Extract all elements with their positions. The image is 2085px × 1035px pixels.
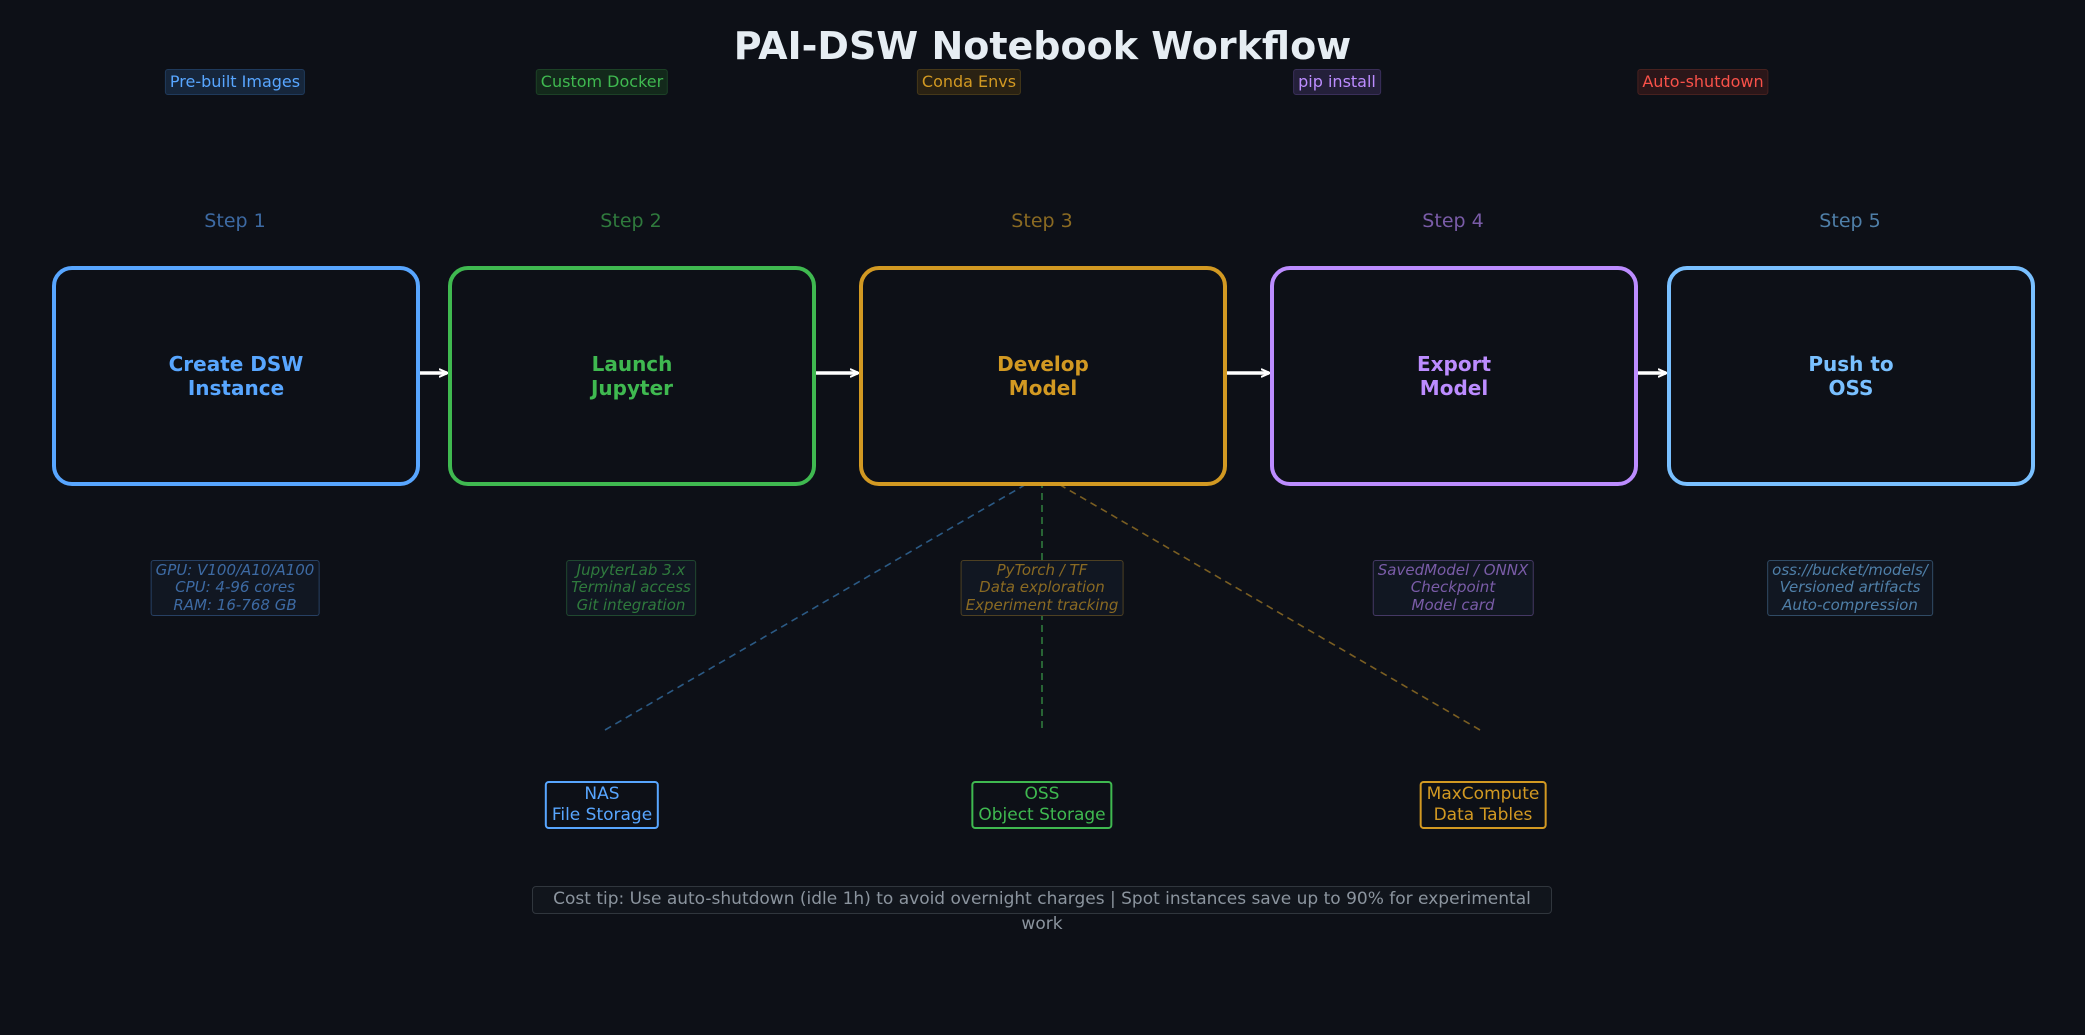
page-title: PAI-DSW Notebook Workflow: [733, 24, 1352, 68]
tag-pip-install: pip install: [1293, 69, 1381, 95]
step-box-develop-model[interactable]: Develop Model: [859, 266, 1227, 486]
tag-auto-shutdown: Auto-shutdown: [1637, 69, 1769, 95]
step-name: Push to OSS: [1808, 352, 1894, 400]
step-name: Launch Jupyter: [590, 352, 674, 400]
step-name: Export Model: [1416, 352, 1492, 400]
step-label-4: Step 4: [1422, 210, 1484, 232]
detail-step-5: oss://bucket/models/ Versioned artifacts…: [1767, 560, 1933, 616]
step-box-export-model[interactable]: Export Model: [1270, 266, 1638, 486]
step-label-1: Step 1: [204, 210, 266, 232]
cost-tip: Cost tip: Use auto-shutdown (idle 1h) to…: [532, 886, 1552, 934]
step-box-launch-jupyter[interactable]: Launch Jupyter: [448, 266, 816, 486]
link-nas-develop: [604, 478, 1036, 731]
tag-custom-docker: Custom Docker: [535, 69, 669, 95]
link-maxcompute-develop: [1049, 478, 1481, 731]
detail-step-3: PyTorch / TF Data exploration Experiment…: [960, 560, 1124, 616]
step-label-2: Step 2: [600, 210, 662, 232]
storage-maxcompute[interactable]: MaxCompute Data Tables: [1419, 781, 1547, 829]
storage-nas[interactable]: NAS File Storage: [544, 781, 660, 829]
detail-step-4: SavedModel / ONNX Checkpoint Model card: [1372, 560, 1534, 616]
step-box-push-to-oss[interactable]: Push to OSS: [1667, 266, 2035, 486]
tag-conda-envs: Conda Envs: [916, 69, 1022, 95]
detail-step-1: GPU: V100/A10/A100 CPU: 4-96 cores RAM: …: [150, 560, 320, 616]
step-name: Create DSW Instance: [168, 352, 304, 400]
step-label-3: Step 3: [1011, 210, 1073, 232]
step-name: Develop Model: [997, 352, 1089, 400]
tag-prebuilt-images: Pre-built Images: [164, 69, 306, 95]
step-label-5: Step 5: [1819, 210, 1881, 232]
detail-step-2: JupyterLab 3.x Terminal access Git integ…: [566, 560, 696, 616]
step-box-create-dsw-instance[interactable]: Create DSW Instance: [52, 266, 420, 486]
storage-oss[interactable]: OSS Object Storage: [971, 781, 1113, 829]
